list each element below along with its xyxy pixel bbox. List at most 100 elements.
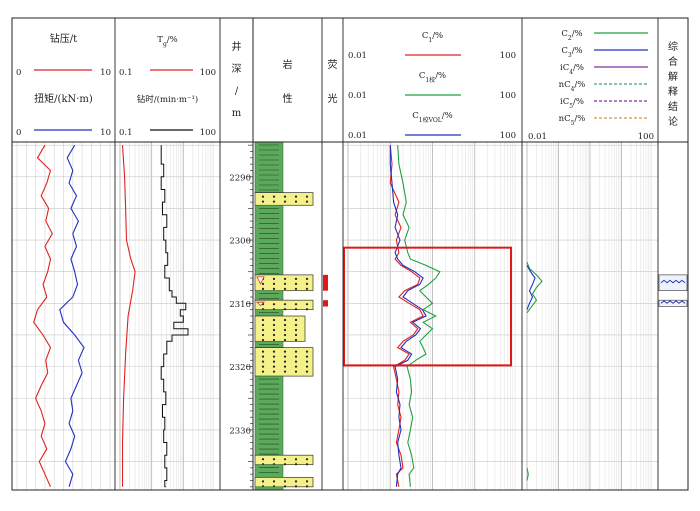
sand-dot <box>273 329 275 331</box>
c1-scale-min: 0.01 <box>348 51 367 61</box>
sand-dot <box>284 371 286 373</box>
interpretation-label-char: 解 <box>668 70 678 83</box>
sand-dot <box>273 201 275 203</box>
sand-dot <box>262 371 264 373</box>
sand-dot <box>295 371 297 373</box>
torque-max: 10 <box>100 128 111 138</box>
sand-dot <box>306 480 308 482</box>
sand-dot <box>273 303 275 305</box>
sand-dot <box>262 283 264 285</box>
lithology-label-char: 岩 <box>283 58 293 71</box>
sand-dot <box>295 283 297 285</box>
sand-dot <box>273 366 275 368</box>
sand-dot <box>284 366 286 368</box>
heavy-gas-legend-label: C2/% <box>561 29 582 42</box>
sand-dot <box>273 288 275 290</box>
sand-dot <box>295 303 297 305</box>
fluorescence-mark <box>323 275 328 291</box>
sand-dot <box>284 196 286 198</box>
interpretation-label-char: 合 <box>668 55 678 68</box>
sand-dot <box>262 319 264 321</box>
sand-dot <box>262 366 264 368</box>
sand-dot <box>284 308 286 310</box>
drilling-time-curve <box>161 145 188 487</box>
depth-axis-label-char: / <box>235 86 239 97</box>
drilling-time-max: 100 <box>200 128 216 138</box>
sand-dot <box>262 196 264 198</box>
sand-dot <box>284 324 286 326</box>
depth-tick-label: 2330 <box>229 426 251 436</box>
sand-dot <box>295 308 297 310</box>
weight-on-bit-curve <box>34 145 53 487</box>
lithology-label-char: 性 <box>283 92 293 105</box>
sand-dot <box>273 356 275 358</box>
depth-tick-label: 2300 <box>229 237 251 247</box>
sand-dot <box>295 339 297 341</box>
sand-dot <box>284 278 286 280</box>
c1-legend-label: C1/% <box>422 31 443 44</box>
sand-dot <box>306 366 308 368</box>
sand-dot <box>284 283 286 285</box>
sand-dot <box>284 303 286 305</box>
sand-dot <box>273 319 275 321</box>
sand-dot <box>262 324 264 326</box>
sand-dot <box>273 283 275 285</box>
lithology-sandstone <box>255 193 313 206</box>
torque-label: 扭矩/(kN·m) <box>34 92 93 105</box>
sand-dot <box>262 288 264 290</box>
total-gas-min: 0.1 <box>119 68 133 78</box>
sand-dot <box>306 196 308 198</box>
c1-scale-min: 0.01 <box>348 131 367 141</box>
sand-dot <box>262 329 264 331</box>
interpretation-label-char: 结 <box>668 100 678 113</box>
interpretation-label-char: 释 <box>668 85 678 98</box>
sand-dot <box>284 458 286 460</box>
sand-dot <box>262 458 264 460</box>
sand-dot <box>284 351 286 353</box>
sand-dot <box>306 458 308 460</box>
sand-dot <box>295 329 297 331</box>
sand-dot <box>284 319 286 321</box>
sand-dot <box>284 361 286 363</box>
depth-tick-label: 2310 <box>229 300 251 310</box>
c1-scale-max: 100 <box>500 131 516 141</box>
lithology-mudstone <box>255 376 283 455</box>
sand-dot <box>284 480 286 482</box>
total-gas-max: 100 <box>200 68 216 78</box>
sand-dot <box>306 485 308 487</box>
sand-dot <box>273 361 275 363</box>
sand-dot <box>284 463 286 465</box>
sand-dot <box>284 339 286 341</box>
depth-axis-label-char: 井 <box>232 40 242 53</box>
sand-dot <box>306 308 308 310</box>
sand-dot <box>295 361 297 363</box>
sand-dot <box>306 303 308 305</box>
heavy-gas-legend-label: iC4/% <box>560 63 584 76</box>
fluorescence-label-char: 光 <box>328 92 338 105</box>
sand-dot <box>306 278 308 280</box>
c1-scale-max: 100 <box>500 51 516 61</box>
sand-dot <box>284 485 286 487</box>
sand-dot <box>295 351 297 353</box>
sand-dot <box>295 324 297 326</box>
sand-dot <box>262 339 264 341</box>
lithology-mudstone <box>255 205 283 275</box>
interpretation-label-char: 综 <box>668 40 678 53</box>
sand-dot <box>295 458 297 460</box>
sand-dot <box>284 329 286 331</box>
sand-dot <box>306 463 308 465</box>
interpretation-label-char: 论 <box>668 115 678 128</box>
sand-dot <box>262 351 264 353</box>
sand-dot <box>273 458 275 460</box>
weight-on-bit-min: 0 <box>16 68 21 78</box>
sand-dot <box>306 201 308 203</box>
sand-dot <box>262 201 264 203</box>
sand-dot <box>295 480 297 482</box>
depth-tick-label: 2320 <box>229 363 251 373</box>
sand-dot <box>306 356 308 358</box>
heavy-scale-min: 0.01 <box>528 132 547 142</box>
heavy-gas-legend-label: iC5/% <box>560 97 584 110</box>
depth-axis-label-char: 深 <box>232 63 242 75</box>
